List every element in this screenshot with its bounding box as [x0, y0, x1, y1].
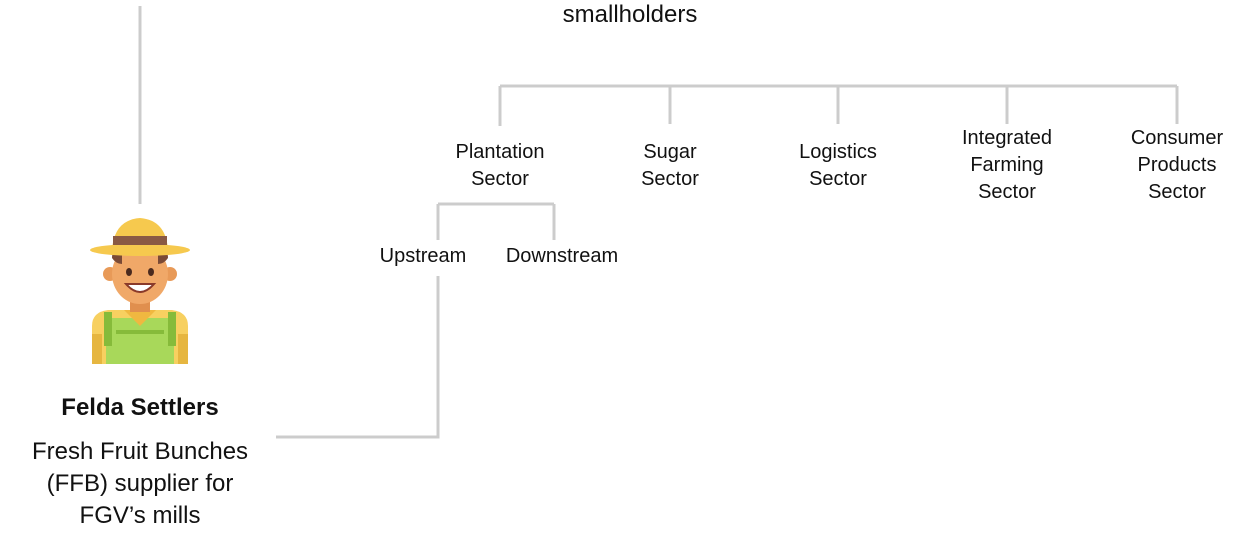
- upstream-label: Upstream: [379, 245, 467, 267]
- top-label: smallholders: [562, 1, 698, 28]
- sector-sugar: Sugar Sector: [641, 141, 699, 190]
- sector-logistics: Logistics Sector: [799, 141, 877, 190]
- settler-description: Fresh Fruit Bunches (FFB) supplier for F…: [31, 438, 249, 529]
- farmer-icon: [90, 218, 190, 364]
- settler-title: Felda Settlers: [61, 394, 219, 421]
- downstream-label: Downstream: [505, 245, 619, 267]
- sector-consumer-products: Consumer Products Sector: [1130, 127, 1224, 203]
- sector-plantation: Plantation Sector: [455, 141, 545, 190]
- sector-integrated-farming: Integrated Farming Sector: [961, 127, 1053, 203]
- upstream-to-settlers-connector: [276, 276, 440, 439]
